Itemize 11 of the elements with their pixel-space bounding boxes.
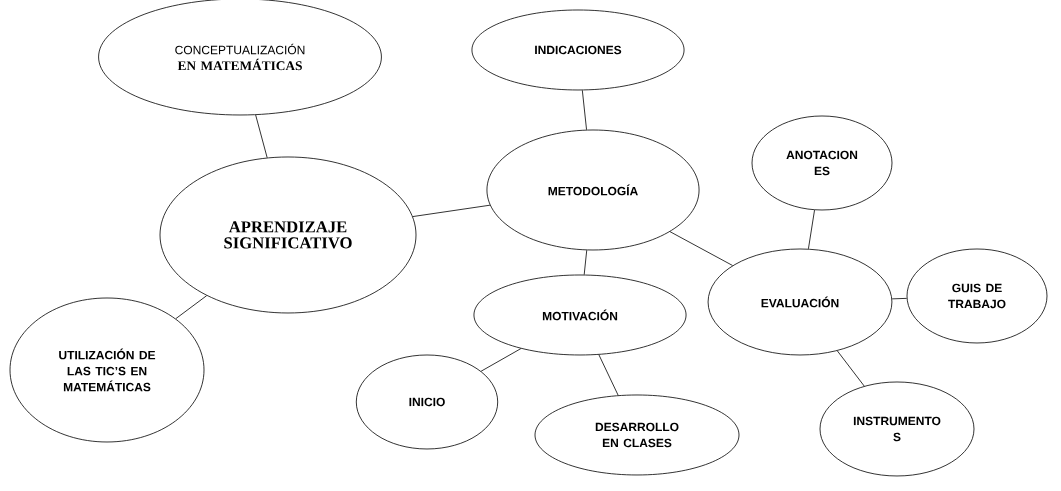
connector-line bbox=[175, 295, 208, 320]
connector-line bbox=[581, 89, 587, 131]
connector-line bbox=[480, 348, 522, 372]
connector-line bbox=[891, 297, 908, 300]
connector-line bbox=[598, 354, 619, 396]
connector-line bbox=[255, 114, 268, 159]
connector-line bbox=[412, 204, 491, 217]
connector-line bbox=[836, 350, 865, 387]
connector-line bbox=[808, 209, 815, 250]
connector-line bbox=[669, 231, 733, 266]
connector-line bbox=[583, 249, 588, 275]
